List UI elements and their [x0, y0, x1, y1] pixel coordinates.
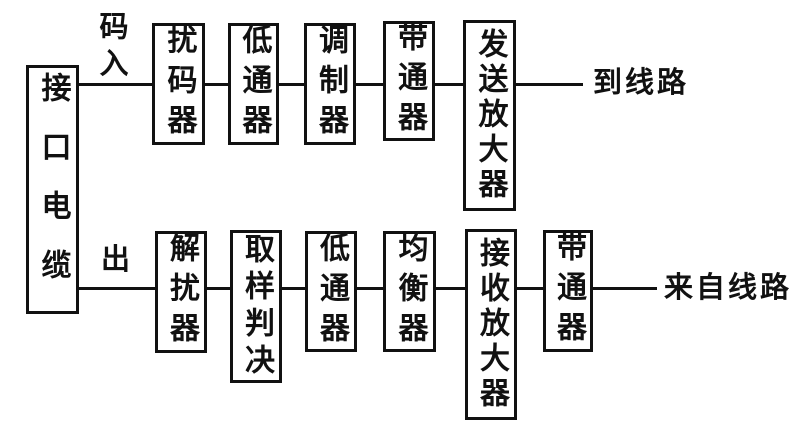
lowpass-filter-rx-box: 低通器: [305, 231, 357, 352]
scrambler-label: 扰码器: [161, 24, 197, 144]
lowpass-filter-tx-label: 低通器: [236, 24, 272, 144]
descrambler-label: 解扰器: [164, 232, 199, 352]
bandpass-filter-tx-box: 带通器: [383, 21, 435, 141]
lowpass-filter-tx-box: 低通器: [228, 23, 279, 145]
to-line-label: 到线路: [593, 65, 690, 99]
transmit-amplifier-box: 发送放大器: [463, 20, 516, 211]
out-label: 出: [101, 242, 131, 276]
interface-cable-box: 接口电缆: [26, 65, 79, 314]
transmit-amplifier-label: 发送放大器: [472, 28, 508, 203]
scrambler-box: 扰码器: [152, 23, 205, 145]
descrambler-box: 解扰器: [155, 231, 207, 353]
code-in-label: 码入: [95, 11, 129, 85]
sampling-decision-label: 取样判决: [239, 232, 274, 381]
receive-amplifier-box: 接收放大器: [465, 229, 517, 420]
bandpass-filter-rx-box: 带通器: [543, 230, 593, 352]
interface-cable-label: 接口电缆: [35, 71, 71, 308]
from-line-label: 来自线路: [664, 270, 793, 304]
modulator-box: 调制器: [304, 23, 356, 145]
equalizer-label: 均衡器: [392, 231, 428, 352]
receive-path-wire: [79, 287, 657, 290]
equalizer-box: 均衡器: [383, 231, 436, 352]
bandpass-filter-rx-label: 带通器: [551, 231, 586, 351]
lowpass-filter-rx-label: 低通器: [314, 231, 349, 352]
sampling-decision-box: 取样判决: [230, 230, 282, 383]
bandpass-filter-tx-label: 带通器: [392, 21, 427, 141]
receive-amplifier-label: 接收放大器: [474, 237, 509, 412]
modulator-label: 调制器: [313, 24, 348, 144]
